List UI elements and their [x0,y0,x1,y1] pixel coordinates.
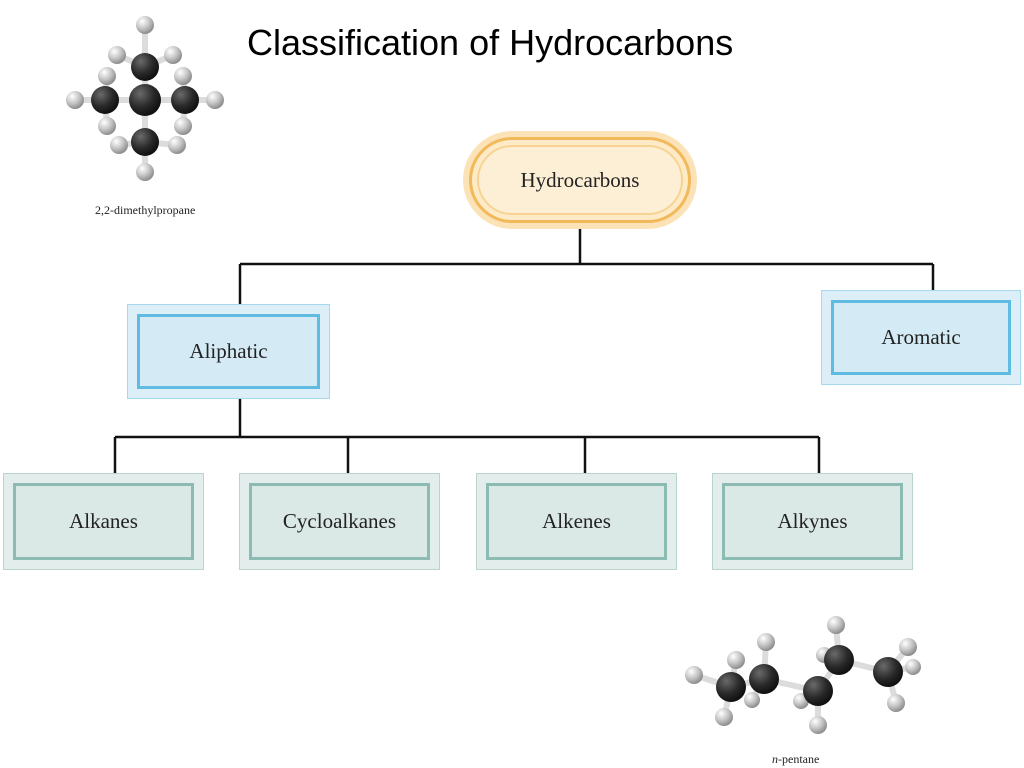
node-cycloalkanes-label: Cycloalkanes [249,483,430,560]
node-alkanes: Alkanes [3,473,204,570]
node-alkynes-label: Alkynes [722,483,903,560]
node-alkenes-label: Alkenes [486,483,667,560]
node-alkynes: Alkynes [712,473,913,570]
dimethylpropane-caption: 2,2-dimethylpropane [95,203,196,217]
node-hydrocarbons-label: Hydrocarbons [477,145,683,215]
n-pentane-caption: n-pentane [772,752,819,767]
node-aliphatic-label: Aliphatic [137,314,320,389]
node-aliphatic: Aliphatic [127,304,330,399]
node-alkanes-label: Alkanes [13,483,194,560]
node-alkenes: Alkenes [476,473,677,570]
node-aromatic: Aromatic [821,290,1021,385]
node-hydrocarbons: Hydrocarbons [463,131,697,229]
n-pentane-caption-suffix: -pentane [778,752,820,766]
slide-title: Classification of Hydrocarbons [247,22,734,63]
node-aromatic-label: Aromatic [831,300,1011,375]
dimethylpropane-model-icon [66,16,224,181]
n-pentane-caption-prefix: n [772,752,778,766]
node-cycloalkanes: Cycloalkanes [239,473,440,570]
n-pentane-model-icon [685,616,921,734]
